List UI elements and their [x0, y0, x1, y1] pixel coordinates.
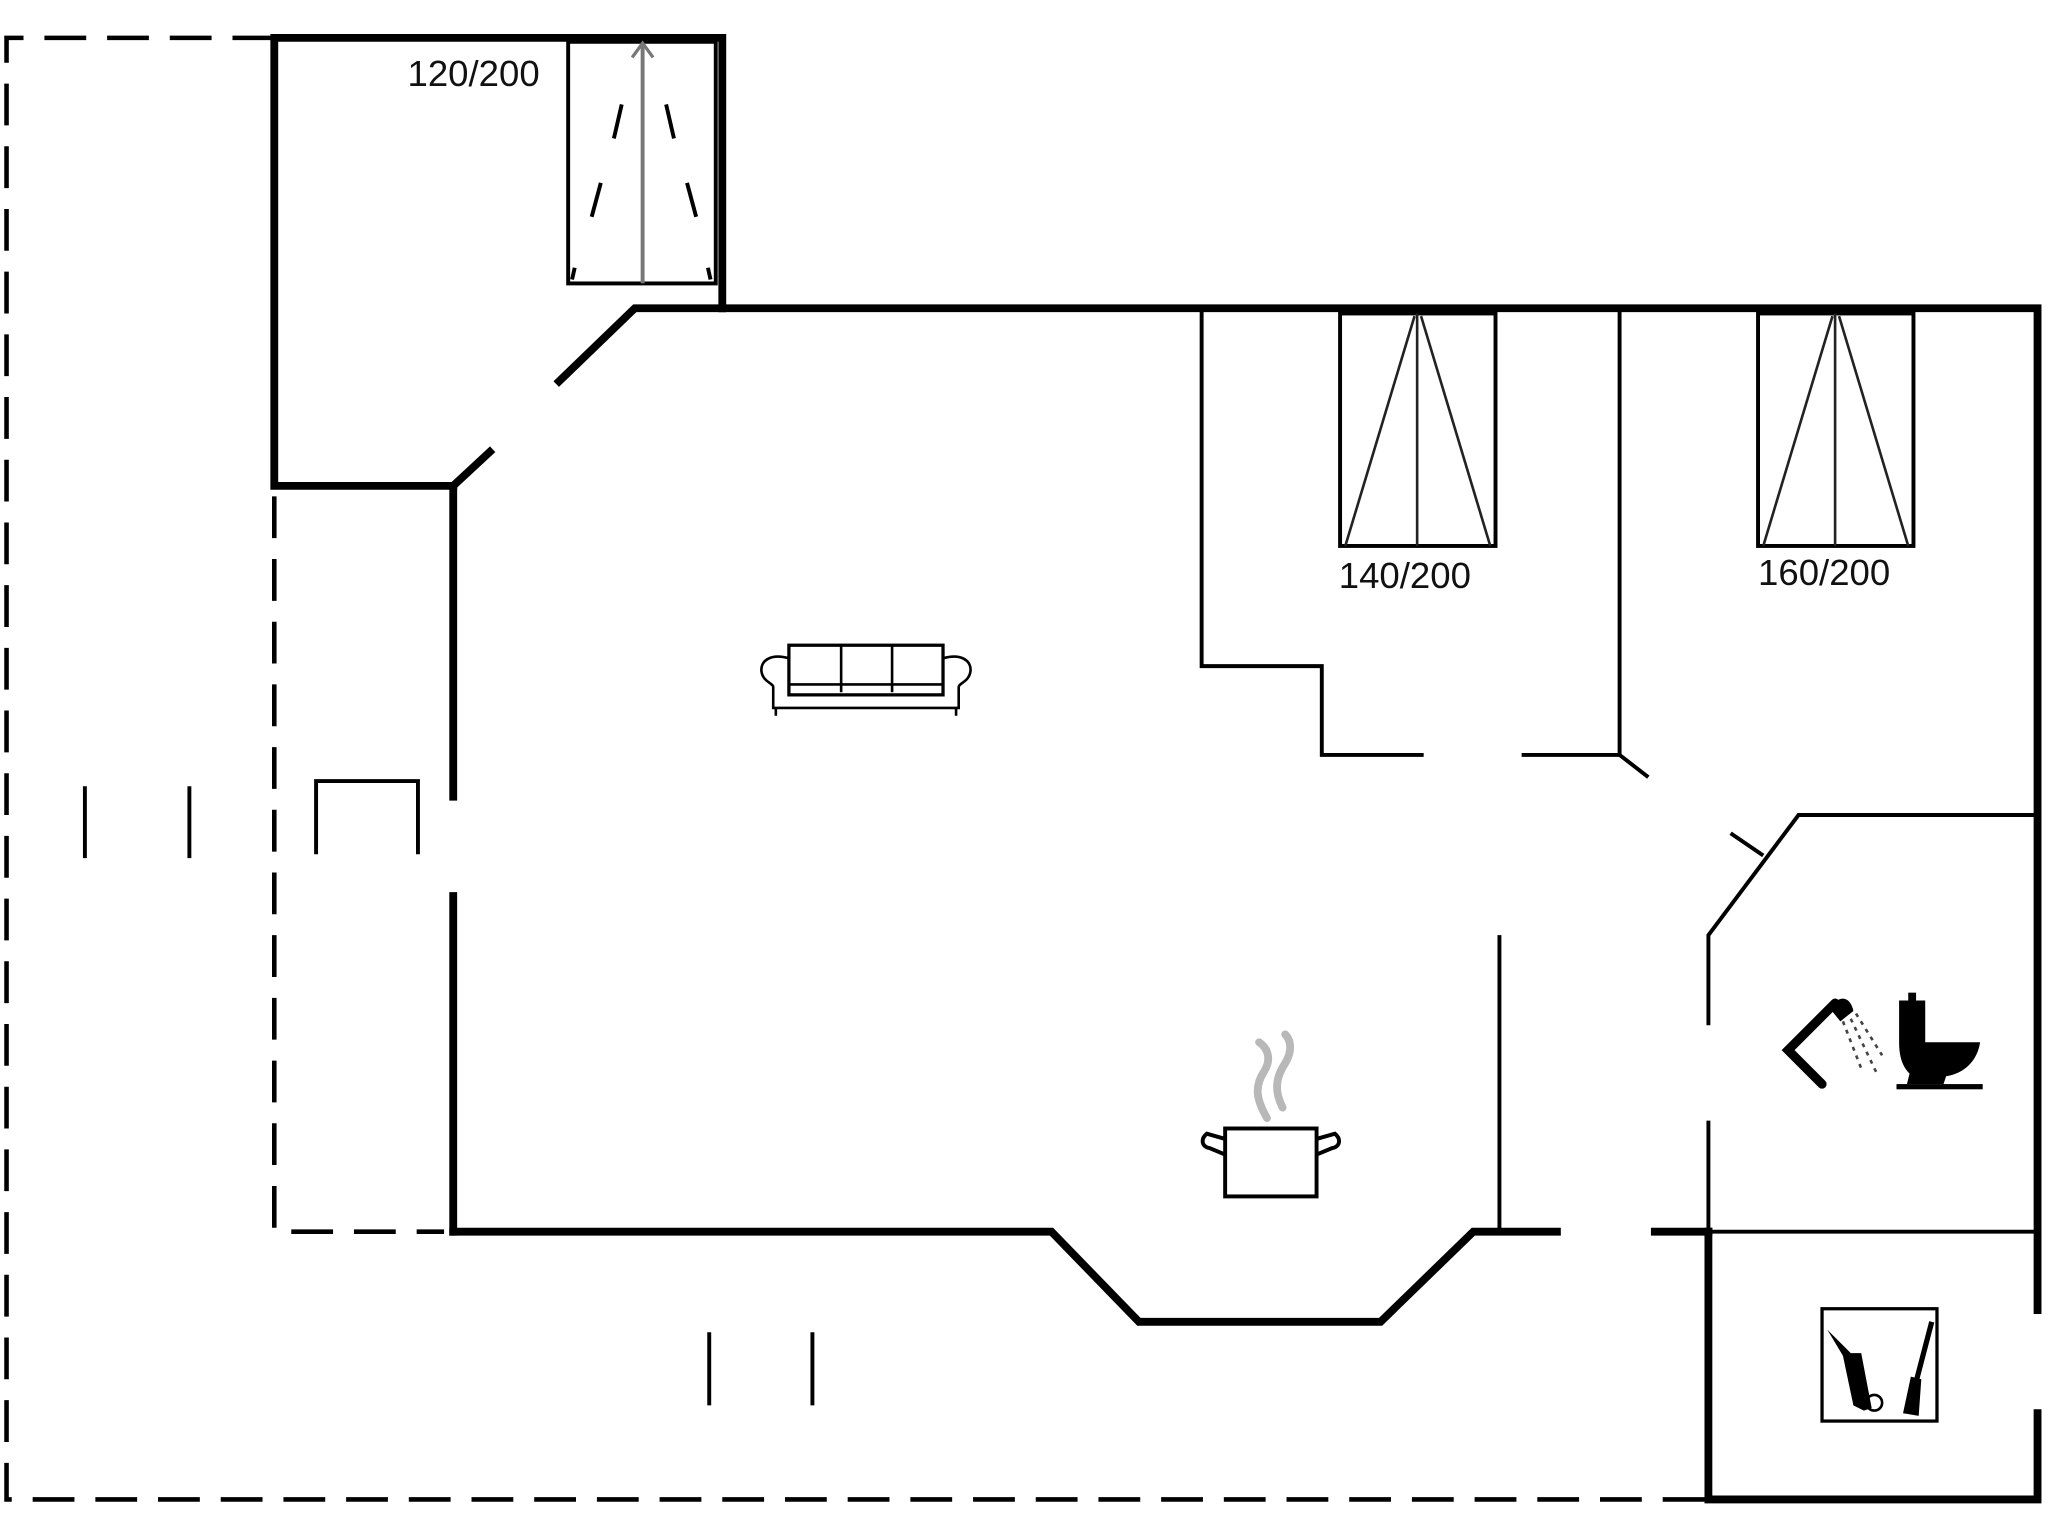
- bedroom-partitions: [1199, 308, 1765, 858]
- cleaning-tools-icon: [1820, 1307, 1939, 1423]
- parking-marks-bottom: [707, 1332, 815, 1406]
- sofa-icon: [760, 643, 972, 716]
- toilet-icon: [1896, 992, 1983, 1090]
- bed-140-200: [1338, 311, 1498, 548]
- bottom-wall-bay: [449, 1227, 1713, 1326]
- bed-label-160-200: 160/200: [1758, 552, 1890, 593]
- shower-icon: [1781, 998, 1884, 1089]
- bed-label-120-200: 120/200: [408, 53, 540, 94]
- parking-marks-left: [82, 786, 192, 859]
- bed-160-200: [1756, 311, 1916, 548]
- entrance-step: [314, 779, 420, 855]
- terrace-boundary: [4, 35, 1705, 1502]
- bathroom-walls: [1706, 813, 2038, 1234]
- bedroom-1-walls: [270, 33, 727, 490]
- exterior-walls-main: [718, 304, 2042, 1504]
- bed-label-140-200: 140/200: [1339, 555, 1471, 596]
- entry-diagonal-walls: [447, 304, 727, 492]
- cooking-pot-icon: [1200, 1030, 1341, 1199]
- bed-120-200: [566, 39, 718, 286]
- covered-porch-outline: [272, 496, 445, 1234]
